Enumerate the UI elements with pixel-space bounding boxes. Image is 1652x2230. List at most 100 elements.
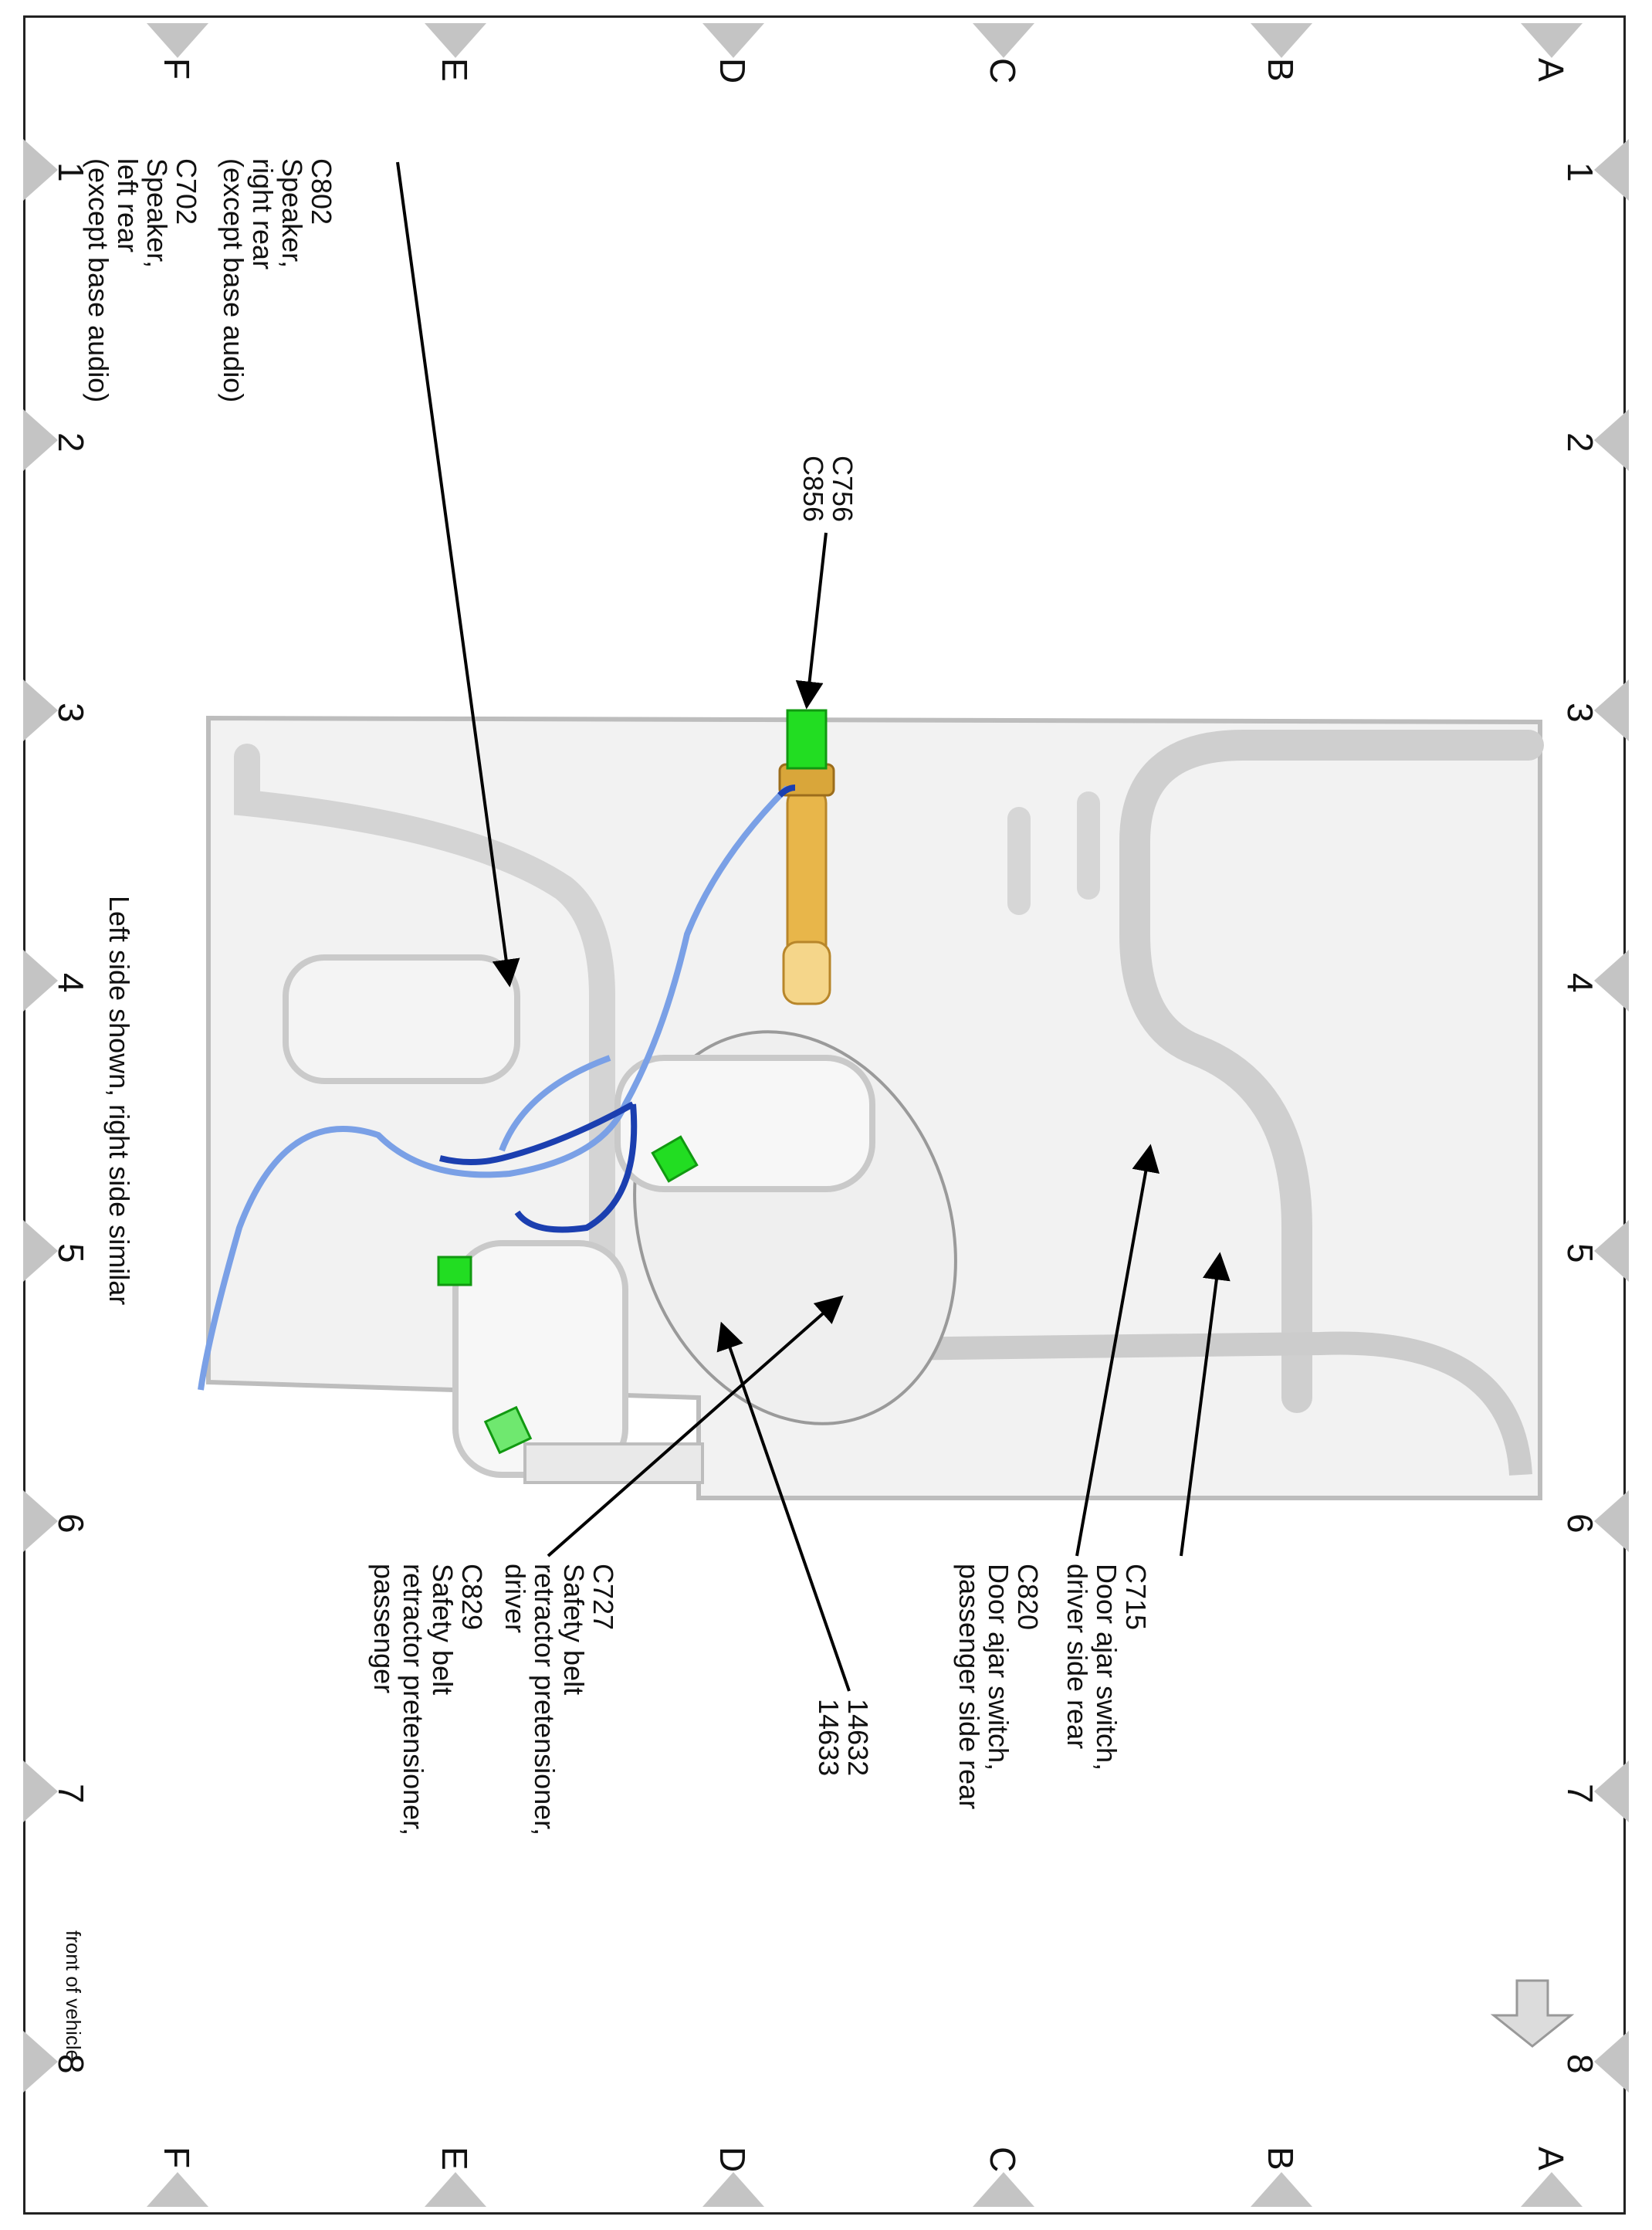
row-label-left: C	[983, 58, 1023, 84]
callout-c715: C715 Door ajar switch, driver side rear	[1061, 1564, 1152, 1771]
access-pocket	[614, 1055, 875, 1192]
row-label-left: F	[157, 58, 197, 80]
callout-line: left rear	[112, 158, 144, 253]
rotated-diagram: 1 2 3 4 5 6 7 8 1 2 3 4 5 6 7 8 A B C D …	[23, 23, 1629, 2207]
top-marker	[1594, 2031, 1629, 2093]
callout-line: C802	[306, 158, 337, 225]
row-label-right: D	[713, 2147, 753, 2173]
col-label-top: 8	[1560, 2054, 1600, 2074]
col-label-bottom: 3	[51, 703, 91, 723]
callout-line: C727	[587, 1564, 619, 1631]
bottom-marker	[23, 139, 58, 201]
top-marker	[1594, 680, 1629, 741]
top-marker	[1594, 139, 1629, 201]
grommet-boot	[786, 786, 828, 967]
sheet-border	[23, 15, 1626, 2215]
right-marker	[1521, 2172, 1583, 2207]
right-marker	[425, 2172, 486, 2207]
window-frame	[702, 1331, 1532, 1476]
callout-line: right rear	[247, 158, 279, 270]
harness-light	[198, 785, 790, 1391]
left-marker	[1521, 23, 1583, 58]
callout-line: Door ajar switch,	[983, 1564, 1014, 1771]
row-label-right: B	[1261, 2147, 1301, 2171]
callout-line: retractor pretensioner,	[529, 1564, 560, 1836]
top-marker	[1594, 1761, 1629, 1822]
grommet-tip	[782, 940, 831, 1005]
front-of-vehicle-label: front of vehicle	[62, 1930, 85, 2062]
leader-c820	[1075, 1144, 1160, 1557]
right-marker	[702, 2172, 764, 2207]
col-label-top: 2	[1560, 432, 1600, 452]
left-marker	[1251, 23, 1312, 58]
callout-line: retractor pretensioner,	[398, 1564, 429, 1836]
callout-line: (except base audio)	[83, 158, 114, 403]
callout-line: C702	[171, 158, 202, 225]
callout-c802: C802 Speaker, right rear (except base au…	[218, 158, 337, 403]
access-pocket	[283, 954, 520, 1084]
callout-line: Door ajar switch,	[1091, 1564, 1122, 1771]
harness-branch	[499, 1055, 611, 1152]
callout-harness: 14632 14633	[813, 1699, 874, 1777]
left-marker	[425, 23, 486, 58]
leader-c702	[396, 161, 520, 988]
col-label-top: 5	[1560, 1243, 1600, 1263]
right-marker	[147, 2172, 208, 2207]
footnote: Left side shown, right side similar	[103, 896, 135, 1306]
connector-c727	[437, 1256, 472, 1286]
top-marker	[1594, 409, 1629, 471]
col-label-bottom: 5	[51, 1243, 91, 1263]
callout-line: driver	[499, 1564, 531, 1634]
col-label-bottom: 6	[51, 1513, 91, 1534]
connector-c756	[786, 709, 828, 770]
bottom-marker	[23, 2031, 58, 2093]
access-pocket	[452, 1240, 628, 1478]
row-label-left: A	[1531, 58, 1571, 82]
front-arrow-icon	[1490, 1979, 1575, 2048]
top-marker	[1594, 1220, 1629, 1282]
left-marker	[147, 23, 208, 58]
row-label-right: C	[983, 2147, 1023, 2173]
callout-line: (except base audio)	[218, 158, 249, 403]
bottom-marker	[23, 1220, 58, 1282]
callout-c756: C756 C856	[797, 456, 858, 523]
bottom-marker	[23, 950, 58, 1012]
callout-c820: C820 Door ajar switch, passenger side re…	[953, 1564, 1044, 1810]
callout-line: driver side rear	[1061, 1564, 1093, 1750]
handle-slot	[523, 1442, 704, 1484]
harness-dark-branch	[514, 1103, 638, 1233]
right-marker	[1251, 2172, 1312, 2207]
col-label-top: 6	[1560, 1513, 1600, 1534]
left-marker	[973, 23, 1034, 58]
callout-line: Safety belt	[558, 1564, 590, 1696]
leader-c829	[547, 1295, 844, 1557]
callout-line: C856	[797, 456, 829, 523]
top-marker	[1594, 1490, 1629, 1552]
callout-line: C829	[456, 1564, 488, 1631]
leader-c715	[1180, 1252, 1231, 1557]
right-marker	[973, 2172, 1034, 2207]
col-label-bottom: 4	[51, 973, 91, 993]
callout-line: C715	[1120, 1564, 1152, 1631]
callout-line: passenger	[368, 1564, 400, 1694]
col-label-top: 3	[1560, 703, 1600, 723]
callout-c702: C702 Speaker, left rear (except base aud…	[83, 158, 202, 403]
callout-line: Speaker,	[276, 158, 308, 269]
connector-c715	[483, 1405, 533, 1455]
col-label-bottom: 2	[51, 432, 91, 452]
door-panel-illustration	[198, 161, 1575, 2048]
callout-line: passenger side rear	[953, 1564, 985, 1810]
callout-line: 14632	[842, 1699, 874, 1777]
top-marker	[1594, 950, 1629, 1012]
callout-line: C756	[827, 456, 858, 523]
left-marker	[702, 23, 764, 58]
row-label-left: B	[1261, 58, 1301, 82]
row-label-right: E	[435, 2147, 475, 2171]
leader-c756	[795, 532, 828, 710]
panel-lower-rib	[234, 744, 615, 1349]
col-label-top: 7	[1560, 1784, 1600, 1804]
callout-line: C820	[1012, 1564, 1044, 1631]
row-label-left: D	[713, 58, 753, 84]
harness-dark	[439, 785, 796, 1165]
